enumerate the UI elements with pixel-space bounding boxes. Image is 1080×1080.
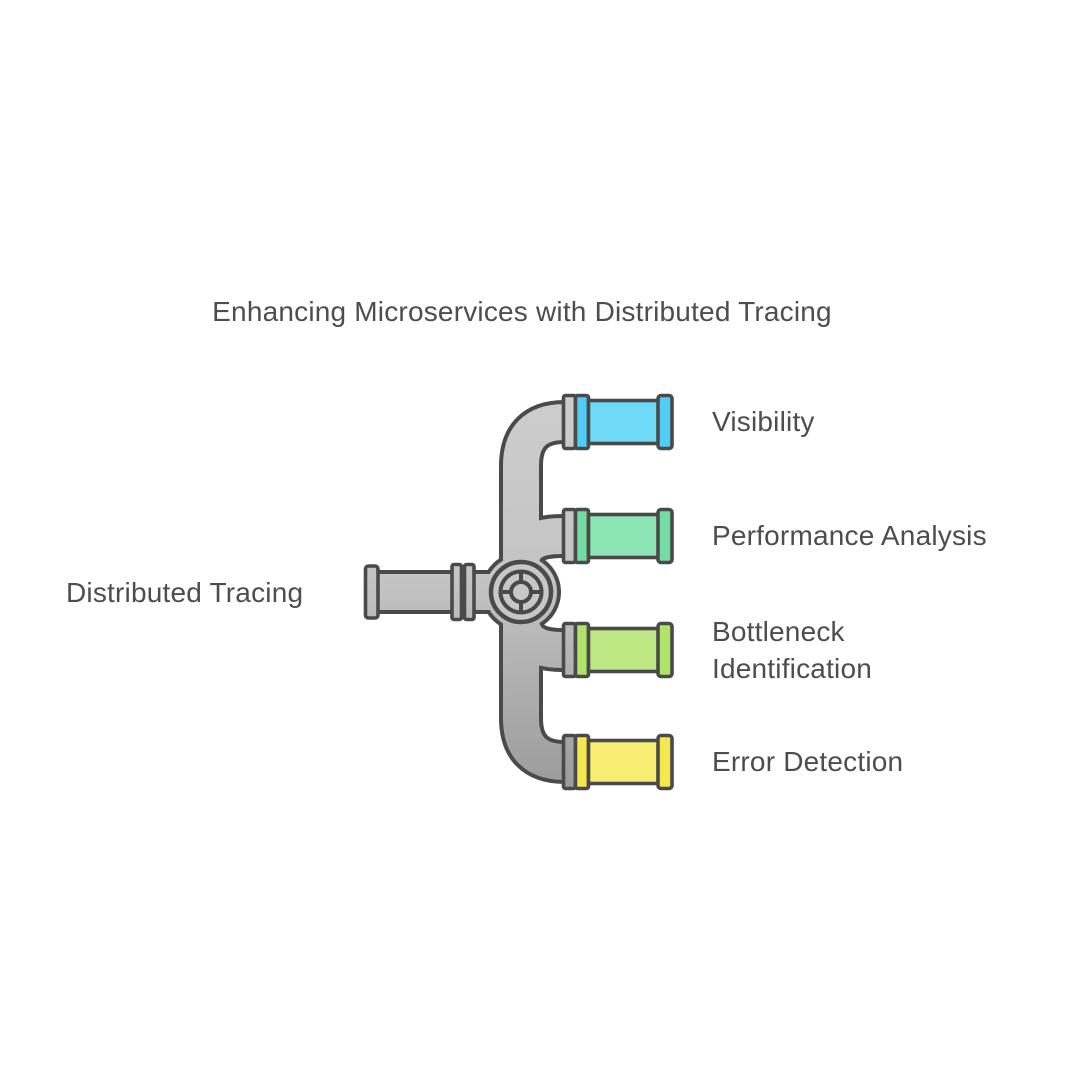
pipe-body: [586, 738, 662, 786]
branch-pipe-visibility: [561, 393, 674, 451]
pipe-body: [586, 398, 662, 446]
diagram-title: Enhancing Microservices with Distributed…: [212, 296, 832, 327]
pipe-endcap: [656, 621, 674, 679]
pipe-body: [586, 626, 662, 674]
branch-label-error-detection: Error Detection: [712, 746, 904, 777]
pipe-collar: [573, 393, 591, 451]
source-pipe-fittings: [363, 562, 476, 622]
pipe-collar: [573, 621, 591, 679]
branch-label-bottleneck-identification: Bottleneck Identification: [712, 616, 873, 684]
pipe-body: [586, 512, 662, 560]
source-pipe-ring-2: [462, 562, 476, 622]
source-pipe-endcap: [363, 564, 380, 620]
valve-wheel-hub: [509, 580, 533, 604]
pipe-collar: [573, 507, 591, 565]
branch-pipe-performance-analysis: [561, 507, 674, 565]
branch-pipe-bottleneck-identification: [561, 621, 674, 679]
pipe-collar: [573, 733, 591, 791]
valve-wheel: [488, 559, 554, 625]
source-label: Distributed Tracing: [66, 577, 304, 608]
branch-label-performance-analysis: Performance Analysis: [712, 520, 987, 551]
branch-label-visibility: Visibility: [712, 406, 815, 437]
source-pipe-ring-1: [450, 562, 464, 622]
branch-pipe-error-detection: [561, 733, 674, 791]
pipe-endcap: [656, 733, 674, 791]
pipe-endcap: [656, 393, 674, 451]
pipe-endcap: [656, 507, 674, 565]
